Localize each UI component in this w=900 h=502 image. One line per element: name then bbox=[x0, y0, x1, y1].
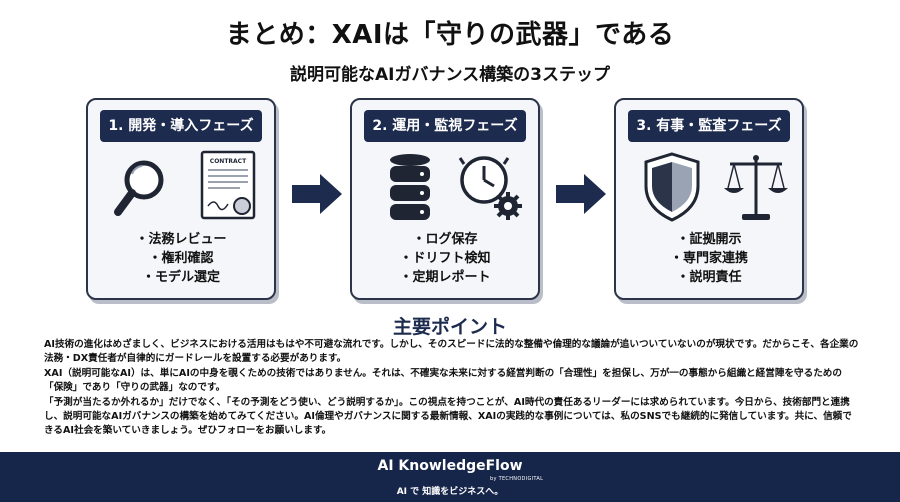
database-icon bbox=[390, 154, 430, 220]
page-subtitle: 説明可能なAIガバナンス構築の3ステップ bbox=[290, 65, 610, 85]
paragraph: XAI（説明可能なAI）は、単にAIの中身を覗くための技術ではありません。それは… bbox=[44, 367, 842, 394]
arrow-right-icon bbox=[292, 174, 342, 214]
paragraph: 「予測が当たるか外れるか」だけでなく、「その予測をどう使い、どう説明するか」。こ… bbox=[44, 396, 852, 437]
list-item: 定期レポート bbox=[352, 268, 538, 287]
list-item: 法務レビュー bbox=[88, 230, 274, 249]
step-items: 証拠開示 専門家連携 説明責任 bbox=[616, 230, 802, 287]
footer-banner: AI KnowledgeFlow by TECHNODIGITAL AI で 知… bbox=[0, 452, 900, 502]
step-icons bbox=[352, 150, 538, 234]
step-label: 1. 開発・導入フェーズ bbox=[100, 110, 262, 142]
brand-name: AI KnowledgeFlow bbox=[377, 458, 523, 474]
brand-tagline: AI で 知識をビジネスへ。 bbox=[396, 487, 504, 497]
list-item: 説明責任 bbox=[616, 268, 802, 287]
brand-byline: by TECHNODIGITAL bbox=[490, 476, 544, 482]
step-card-operation: 2. 運用・監視フェーズ ログ保存 bbox=[350, 98, 540, 300]
key-points-body: AI技術の進化はめざましく、ビジネスにおける活用はもはや不可避な流れです。しかし… bbox=[44, 338, 860, 439]
list-item: 証拠開示 bbox=[616, 230, 802, 249]
list-item: モデル選定 bbox=[88, 268, 274, 287]
list-item: 権利確認 bbox=[88, 249, 274, 268]
step-icons: CONTRACT bbox=[88, 150, 274, 234]
paragraph: AI技術の進化はめざましく、ビジネスにおける活用はもはや不可避な流れです。しかし… bbox=[44, 339, 859, 365]
shield-icon bbox=[644, 152, 700, 222]
step-items: 法務レビュー 権利確認 モデル選定 bbox=[88, 230, 274, 287]
step-label: 3. 有事・監査フェーズ bbox=[628, 110, 790, 142]
step-icons bbox=[616, 150, 802, 234]
step-card-development: 1. 開発・導入フェーズ CONTRACT 法務レビュー 権利確認 モデル選定 bbox=[86, 98, 276, 300]
key-points-heading: 主要ポイント bbox=[392, 316, 507, 338]
step-card-audit: 3. 有事・監査フェーズ 証拠開示 専門家連携 説明責任 bbox=[614, 98, 804, 300]
list-item: ログ保存 bbox=[352, 230, 538, 249]
contract-document-icon: CONTRACT bbox=[200, 150, 256, 220]
magnifier-icon bbox=[114, 160, 164, 216]
list-item: ドリフト検知 bbox=[352, 249, 538, 268]
arrow-right-icon bbox=[556, 174, 606, 214]
page-title: まとめ：XAIは「守りの武器」である bbox=[225, 20, 675, 50]
list-item: 専門家連携 bbox=[616, 249, 802, 268]
clock-gear-icon bbox=[458, 156, 522, 220]
contract-label: CONTRACT bbox=[210, 158, 247, 165]
step-label: 2. 運用・監視フェーズ bbox=[364, 110, 526, 142]
scale-icon bbox=[724, 155, 788, 220]
step-items: ログ保存 ドリフト検知 定期レポート bbox=[352, 230, 538, 287]
